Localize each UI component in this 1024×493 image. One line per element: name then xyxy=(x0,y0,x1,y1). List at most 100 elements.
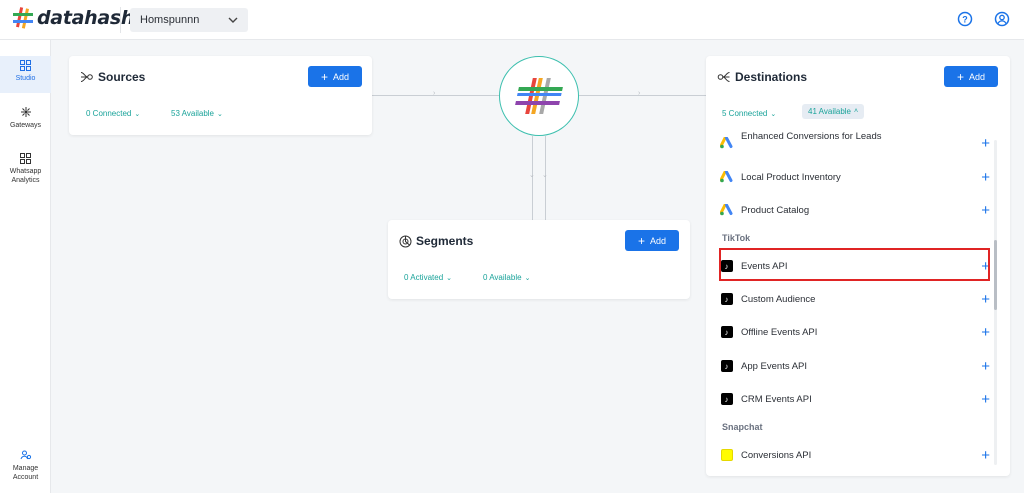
gateway-icon xyxy=(20,107,31,117)
list-item[interactable]: Local Product Inventory + xyxy=(720,163,990,191)
destinations-list: Enhanced Conversions for Leads + Local P… xyxy=(706,128,997,468)
destinations-available-filter[interactable]: 41 Available˄ xyxy=(802,104,865,119)
sidebar-item-studio[interactable]: Studio xyxy=(0,56,51,93)
add-source-button[interactable]: + Add xyxy=(308,66,362,87)
list-item-label: Product Catalog xyxy=(741,204,810,216)
tiktok-icon: ♪ xyxy=(720,293,733,306)
list-item[interactable]: ♪ Events API + xyxy=(720,252,990,280)
destinations-icon xyxy=(717,72,730,82)
add-destination-button[interactable]: + Add xyxy=(944,66,998,87)
manage-account-icon xyxy=(20,450,31,460)
chevron-down-icon: ⌄ xyxy=(217,110,223,118)
segments-card: Segments +Add 0 Activated⌄ 0 Available⌄ xyxy=(388,220,690,299)
chevron-down-icon: ⌄ xyxy=(446,274,453,282)
tiktok-icon: ♪ xyxy=(720,393,733,406)
list-item[interactable]: Enhanced Conversions for Leads + xyxy=(720,129,990,157)
group-header-snapchat: Snapchat xyxy=(722,422,763,432)
list-item-label: Enhanced Conversions for Leads xyxy=(741,130,882,142)
add-icon[interactable]: + xyxy=(981,168,990,186)
list-item-label: Events API xyxy=(741,260,788,272)
arrow-right-icon: › xyxy=(638,90,641,97)
arrow-down-icon: ⌄ xyxy=(542,172,548,179)
arrow-down-icon: ⌄ xyxy=(529,172,535,179)
sidebar-item-label: Manage Account xyxy=(12,465,39,481)
tiktok-icon: ♪ xyxy=(720,260,733,273)
segments-title: Segments xyxy=(399,234,473,248)
add-icon[interactable]: + xyxy=(981,357,990,375)
list-item[interactable]: ♪ CRM Events API + xyxy=(720,385,990,413)
segments-available-filter[interactable]: 0 Available⌄ xyxy=(483,273,530,282)
datahash-hub[interactable] xyxy=(499,56,579,136)
list-item[interactable]: Conversions API + xyxy=(720,441,990,468)
chevron-up-icon: ˄ xyxy=(854,108,859,115)
logo-text: datahash xyxy=(37,7,135,29)
plus-icon: + xyxy=(956,69,964,84)
destinations-card: Destinations + Add 5 Connected⌄ 41 Availa… xyxy=(706,56,1010,476)
filter-label: 41 Available xyxy=(808,107,851,116)
list-item-label: Offline Events API xyxy=(741,326,818,338)
sidebar-item-label: Studio xyxy=(15,75,36,82)
list-item-label: Conversions API xyxy=(741,449,812,461)
add-icon[interactable]: + xyxy=(981,446,990,464)
add-icon[interactable]: + xyxy=(981,323,990,341)
connector-destinations xyxy=(579,95,706,96)
sources-available-filter[interactable]: 53 Available⌄ xyxy=(171,109,223,118)
destinations-title-text: Destinations xyxy=(735,70,808,84)
segments-icon xyxy=(399,235,412,247)
logo[interactable]: datahash xyxy=(12,7,134,29)
add-label: Add xyxy=(333,71,350,82)
grid-icon xyxy=(20,153,31,164)
list-item[interactable]: ♪ Custom Audience + xyxy=(720,285,990,313)
connector-segments-b xyxy=(545,136,546,220)
destinations-connected-filter[interactable]: 5 Connected⌄ xyxy=(722,109,776,118)
sources-icon xyxy=(80,72,93,82)
datahash-logo-icon xyxy=(13,7,33,29)
workspace-name: Homspunnn xyxy=(140,14,200,26)
filter-label: 0 Connected xyxy=(86,109,132,118)
workspace-select[interactable]: Homspunnn xyxy=(130,8,248,32)
add-icon[interactable]: + xyxy=(981,201,990,219)
list-item[interactable]: ♪ App Events API + xyxy=(720,352,990,380)
plus-icon: + xyxy=(320,69,328,84)
chevron-down-icon: ⌄ xyxy=(524,274,531,282)
list-item-label: Custom Audience xyxy=(741,293,816,305)
account-icon[interactable] xyxy=(994,11,1010,27)
list-item[interactable]: ♪ Offline Events API + xyxy=(720,318,990,346)
add-icon[interactable]: + xyxy=(981,290,990,308)
destinations-scrollbar[interactable] xyxy=(994,240,997,310)
add-icon[interactable]: + xyxy=(981,390,990,408)
arrow-right-icon: › xyxy=(433,90,436,97)
google-ads-icon xyxy=(720,137,733,150)
destinations-title: Destinations xyxy=(717,70,807,84)
sidebar-item-gateways[interactable]: Gateways xyxy=(0,106,51,138)
add-label: Add xyxy=(969,71,986,82)
sidebar-item-whatsapp-analytics[interactable]: Whatsapp Analytics xyxy=(0,153,51,193)
datahash-hub-icon xyxy=(514,77,563,114)
grid-icon xyxy=(20,60,31,71)
connector-segments-a xyxy=(532,136,533,220)
sidebar-item-label: Whatsapp Analytics xyxy=(9,168,42,184)
list-item[interactable]: Product Catalog + xyxy=(720,196,990,224)
sources-card: Sources +Add 0 Connected⌄ 53 Available⌄ xyxy=(69,56,372,135)
chevron-down-icon: ⌄ xyxy=(770,110,777,118)
chevron-down-icon: ⌄ xyxy=(134,110,141,118)
sources-connected-filter[interactable]: 0 Connected⌄ xyxy=(86,109,140,118)
help-icon[interactable]: ? xyxy=(957,11,973,27)
segments-activated-filter[interactable]: 0 Activated⌄ xyxy=(404,273,452,282)
snapchat-icon xyxy=(720,449,733,462)
list-item-label: App Events API xyxy=(741,360,808,372)
sources-title: Sources xyxy=(80,70,145,84)
add-icon[interactable]: + xyxy=(981,134,990,152)
sidebar-item-label: Gateways xyxy=(9,122,42,129)
header-divider xyxy=(120,7,121,33)
filter-label: 0 Available xyxy=(483,273,522,282)
tiktok-icon: ♪ xyxy=(720,326,733,339)
list-item-label: Local Product Inventory xyxy=(741,171,841,183)
sidebar-item-manage-account[interactable]: Manage Account xyxy=(0,449,51,489)
segments-title-text: Segments xyxy=(416,234,474,248)
add-segment-button[interactable]: +Add xyxy=(625,230,679,251)
add-icon[interactable]: + xyxy=(981,257,990,275)
top-bar: datahash Homspunnn ? xyxy=(0,0,1024,40)
list-item-label: CRM Events API xyxy=(741,393,812,405)
connector-sources xyxy=(372,95,499,96)
